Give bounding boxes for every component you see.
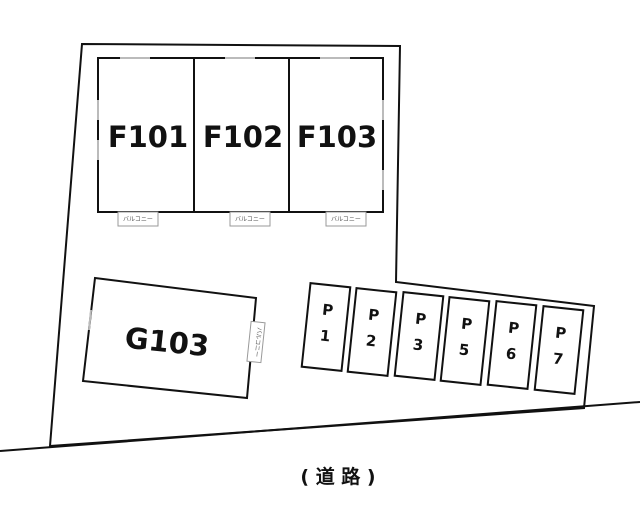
- svg-text:P: P: [367, 306, 380, 325]
- lot-boundary: [48, 42, 596, 448]
- svg-text:2: 2: [365, 331, 377, 350]
- apartment-block: F101 F102 F103 バルコニー バルコニー バルコニー: [97, 57, 384, 227]
- parking-space-p6: P 6: [486, 300, 538, 390]
- parking-space-p1: P 1: [300, 282, 352, 372]
- unit-label-f103: F103: [297, 120, 377, 154]
- svg-text:バルコニー: バルコニー: [235, 216, 265, 223]
- svg-text:1: 1: [319, 326, 331, 345]
- building-g103: G103 バルコニー: [81, 276, 266, 400]
- svg-text:バルコニー: バルコニー: [331, 216, 361, 223]
- parking-area: P 1 P 2 P 3 P 5 P 6 P 7: [300, 282, 585, 395]
- svg-text:P: P: [414, 310, 427, 329]
- svg-text:7: 7: [552, 349, 564, 368]
- svg-text:P: P: [460, 315, 473, 334]
- svg-text:バルコニー: バルコニー: [252, 327, 262, 357]
- parking-space-p7: P 7: [533, 305, 585, 395]
- svg-text:P: P: [554, 324, 567, 343]
- road-edge: [0, 401, 640, 452]
- parking-space-p3: P 3: [393, 291, 445, 381]
- unit-label-f101: F101: [108, 120, 188, 154]
- svg-text:3: 3: [412, 335, 424, 354]
- balcony-f102: バルコニー: [229, 211, 271, 227]
- balcony-f101: バルコニー: [117, 211, 159, 227]
- unit-label-f102: F102: [203, 120, 283, 154]
- parking-space-p2: P 2: [346, 287, 398, 377]
- svg-text:バルコニー: バルコニー: [123, 216, 153, 223]
- road-label: ( 道 路 ): [300, 465, 375, 488]
- svg-text:6: 6: [505, 344, 517, 363]
- balcony-f103: バルコニー: [325, 211, 367, 227]
- svg-text:5: 5: [458, 340, 470, 359]
- unit-f102: [193, 57, 290, 213]
- svg-text:P: P: [507, 319, 520, 338]
- svg-text:P: P: [321, 301, 334, 320]
- parking-space-p5: P 5: [439, 296, 491, 386]
- balcony-g103: バルコニー: [246, 320, 266, 364]
